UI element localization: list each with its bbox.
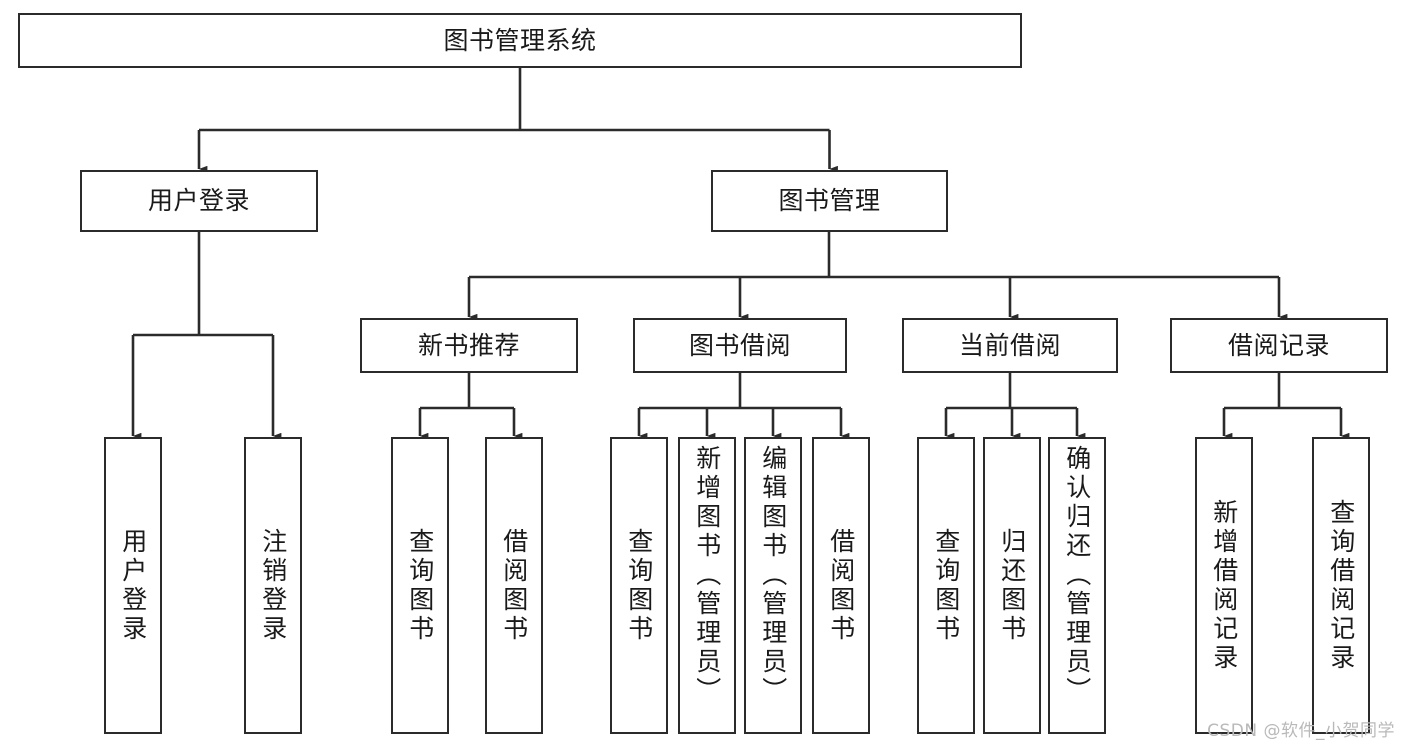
node-label-leaf-record-add: 新增借阅记录 bbox=[1209, 498, 1239, 673]
node-label-leaf-user-logout: 注销登录 bbox=[258, 527, 288, 644]
node-records[interactable]: 借阅记录 bbox=[1170, 318, 1388, 373]
node-label-current: 当前借阅 bbox=[958, 330, 1061, 360]
node-label-leaf-borrow-edit: 编辑图书（管理员） bbox=[758, 445, 788, 706]
node-label-leaf-borrow-query: 查询图书 bbox=[624, 527, 654, 644]
node-leaf-borrow-lend[interactable]: 借阅图书 bbox=[812, 437, 870, 734]
node-label-newbook: 新书推荐 bbox=[417, 330, 520, 360]
node-label-leaf-current-confirm: 确认归还（管理员） bbox=[1062, 445, 1092, 706]
node-leaf-current-confirm[interactable]: 确认归还（管理员） bbox=[1048, 437, 1106, 734]
node-label-login: 用户登录 bbox=[147, 186, 250, 216]
node-label-root: 图书管理系统 bbox=[443, 25, 597, 55]
node-label-borrow: 图书借阅 bbox=[688, 330, 791, 360]
node-leaf-user-login[interactable]: 用户登录 bbox=[104, 437, 162, 734]
node-leaf-borrow-edit[interactable]: 编辑图书（管理员） bbox=[744, 437, 802, 734]
node-root[interactable]: 图书管理系统 bbox=[18, 13, 1022, 68]
node-newbook[interactable]: 新书推荐 bbox=[360, 318, 578, 373]
tree-connectors bbox=[131, 68, 1350, 440]
node-leaf-record-query[interactable]: 查询借阅记录 bbox=[1312, 437, 1370, 734]
node-current[interactable]: 当前借阅 bbox=[902, 318, 1118, 373]
node-leaf-newbook-borrow[interactable]: 借阅图书 bbox=[485, 437, 543, 734]
node-leaf-user-logout[interactable]: 注销登录 bbox=[244, 437, 302, 734]
node-leaf-borrow-add[interactable]: 新增图书（管理员） bbox=[678, 437, 736, 734]
node-login[interactable]: 用户登录 bbox=[80, 170, 318, 232]
node-leaf-newbook-query[interactable]: 查询图书 bbox=[391, 437, 449, 734]
node-bookmgmt[interactable]: 图书管理 bbox=[711, 170, 948, 232]
node-label-leaf-current-return: 归还图书 bbox=[997, 527, 1027, 644]
node-label-leaf-borrow-lend: 借阅图书 bbox=[826, 527, 856, 644]
node-leaf-current-query[interactable]: 查询图书 bbox=[917, 437, 975, 734]
node-label-leaf-newbook-borrow: 借阅图书 bbox=[499, 527, 529, 644]
node-label-records: 借阅记录 bbox=[1227, 330, 1330, 360]
node-label-leaf-newbook-query: 查询图书 bbox=[405, 527, 435, 644]
node-label-leaf-current-query: 查询图书 bbox=[931, 527, 961, 644]
node-label-leaf-user-login: 用户登录 bbox=[118, 527, 148, 644]
node-borrow[interactable]: 图书借阅 bbox=[633, 318, 847, 373]
node-leaf-record-add[interactable]: 新增借阅记录 bbox=[1195, 437, 1253, 734]
node-leaf-borrow-query[interactable]: 查询图书 bbox=[610, 437, 668, 734]
node-label-leaf-borrow-add: 新增图书（管理员） bbox=[692, 445, 722, 706]
node-label-bookmgmt: 图书管理 bbox=[778, 186, 881, 216]
node-label-leaf-record-query: 查询借阅记录 bbox=[1326, 498, 1356, 673]
node-leaf-current-return[interactable]: 归还图书 bbox=[983, 437, 1041, 734]
